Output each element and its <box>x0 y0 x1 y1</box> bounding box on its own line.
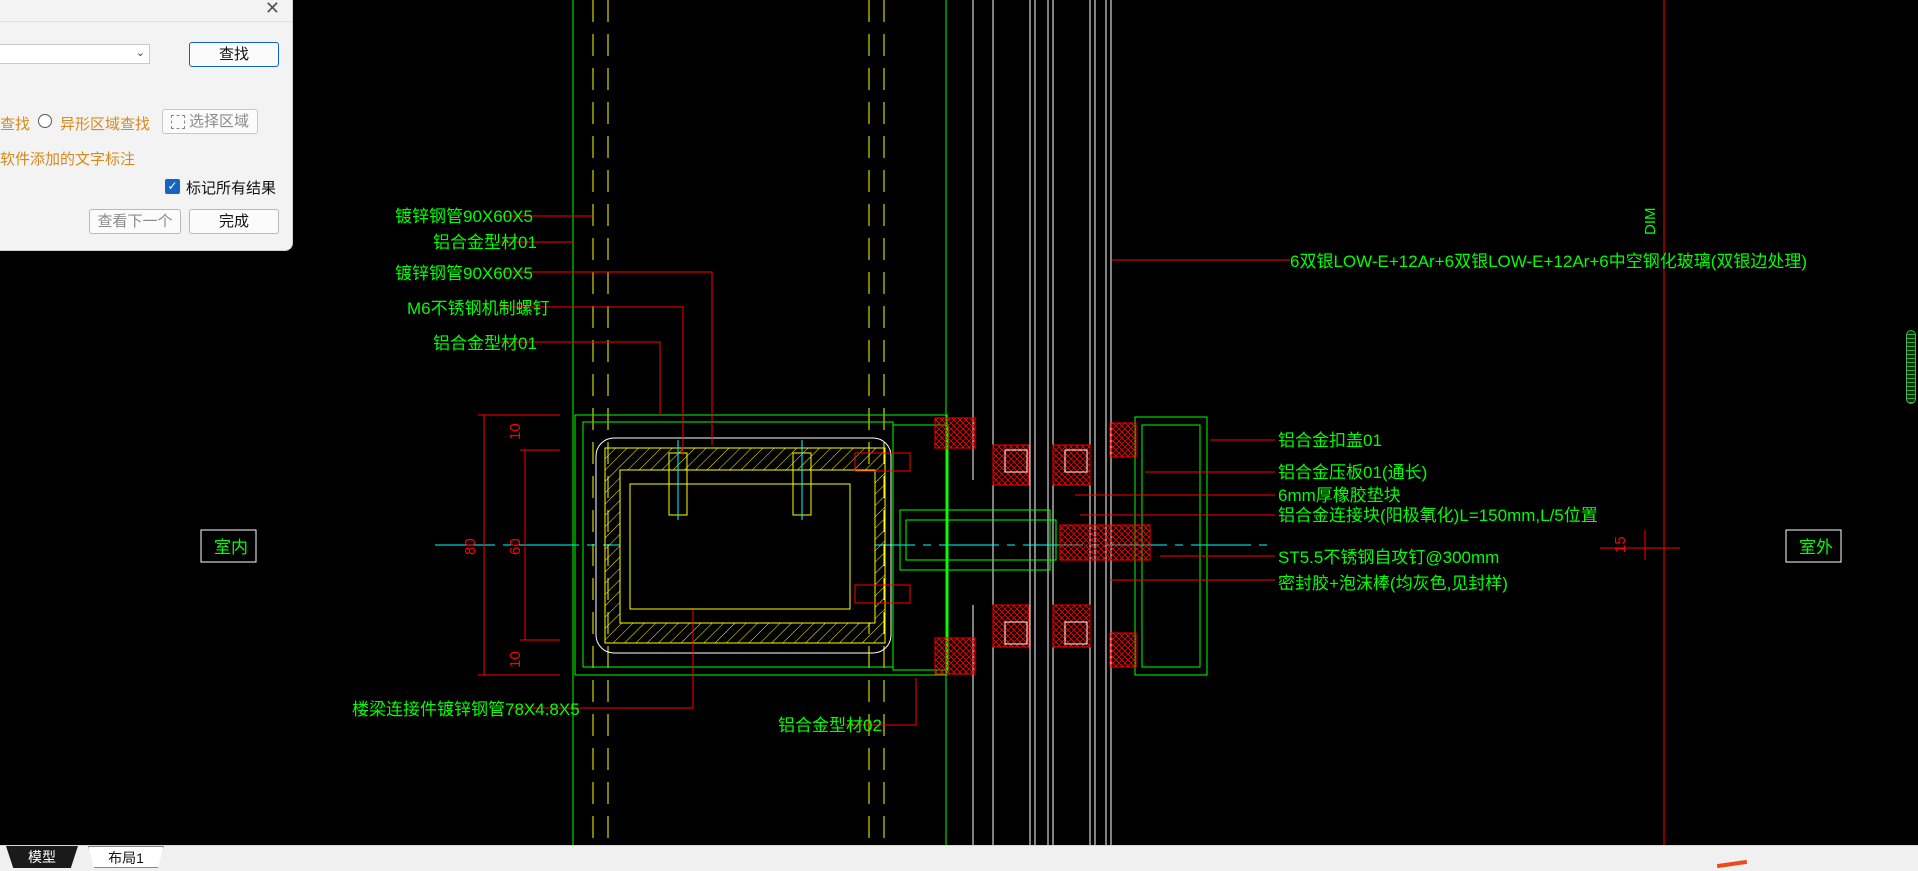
close-icon[interactable]: ✕ <box>264 0 280 18</box>
dim-15: 15 <box>1612 536 1629 553</box>
scroll-handle[interactable] <box>1906 330 1916 404</box>
label-alu-profile-02: 铝合金型材02 <box>778 716 882 735</box>
dim-10-bottom: 10 <box>507 651 524 668</box>
select-region-icon <box>171 115 185 129</box>
cad-model-space[interactable]: 镀锌钢管90X60X5 铝合金型材01 镀锌钢管90X60X5 M6不锈钢机制螺… <box>0 0 1918 845</box>
label-alu-connector: 铝合金连接块(阳极氧化)L=150mm,L/5位置 <box>1278 506 1598 525</box>
label-alu-profile-01-a: 铝合金型材01 <box>433 233 537 252</box>
label-alu-profile-01-b: 铝合金型材01 <box>433 334 537 353</box>
label-indoor: 室内 <box>214 538 248 557</box>
tab-model[interactable]: 模型 <box>6 846 78 868</box>
label-glass-pad: 6mm厚橡胶垫块 <box>1278 486 1401 505</box>
leader-lines <box>478 215 1680 726</box>
done-button[interactable]: 完成 <box>189 209 279 234</box>
irregular-region-label[interactable]: 异形区域查找 <box>60 116 151 133</box>
select-region-label: 选择区域 <box>189 113 250 130</box>
annotation-hint-label: 软件添加的文字标注 <box>0 151 136 168</box>
find-dialog: ✕ ⌄ 查找 查找 异形区域查找 选择区域 软件添加的文字标注 ✓ 标记所有结果… <box>0 0 293 251</box>
dim-60: 60 <box>507 538 524 555</box>
find-next-button[interactable]: 查看下一个 <box>89 209 181 234</box>
room-labels: 室内 室外 <box>200 529 1842 563</box>
label-alu-cover: 铝合金扣盖01 <box>1278 431 1382 450</box>
axis-lines <box>435 0 1665 845</box>
label-outdoor: 室外 <box>1799 538 1833 557</box>
dim-text: DIM <box>1642 208 1659 236</box>
mullion-section <box>574 414 1208 676</box>
find-scope-select[interactable]: ⌄ <box>0 44 150 64</box>
label-glass-spec: 6双银LOW-E+12Ar+6双银LOW-E+12Ar+6中空钢化玻璃(双银边处… <box>1290 252 1807 271</box>
tab-layout1[interactable]: 布局1 <box>88 846 164 868</box>
layout-tab-bar: 模型 布局1 <box>0 845 1918 871</box>
label-steel-tube-2: 镀锌钢管90X60X5 <box>395 264 533 283</box>
label-sealant: 密封胶+泡沫棒(均灰色,见封样) <box>1278 574 1508 593</box>
select-region-button[interactable]: 选择区域 <box>162 109 258 134</box>
dimension-labels: 80 60 10 10 15 <box>462 423 1629 668</box>
find-button[interactable]: 查找 <box>189 42 279 67</box>
irregular-region-radio[interactable] <box>38 114 52 128</box>
cad-drawing: 镀锌钢管90X60X5 铝合金型材01 镀锌钢管90X60X5 M6不锈钢机制螺… <box>200 0 1842 845</box>
label-floor-connector: 楼梁连接件镀锌钢管78X4.8X5 <box>352 700 580 719</box>
label-alu-pressure-plate: 铝合金压板01(通长) <box>1278 463 1427 482</box>
label-m6-bolt: M6不锈钢机制螺钉 <box>407 299 550 318</box>
label-screw: ST5.5不锈钢自攻钉@300mm <box>1278 548 1499 567</box>
dim-10-top: 10 <box>507 423 524 440</box>
label-steel-tube-1: 镀锌钢管90X60X5 <box>395 207 533 226</box>
mark-all-label[interactable]: 标记所有结果 <box>186 180 277 197</box>
dim-80: 80 <box>462 538 479 555</box>
dialog-divider <box>0 21 292 22</box>
mark-all-checkbox[interactable]: ✓ <box>165 179 180 194</box>
chevron-down-icon: ⌄ <box>135 47 145 59</box>
annotation-labels: 镀锌钢管90X60X5 铝合金型材01 镀锌钢管90X60X5 M6不锈钢机制螺… <box>352 207 1807 735</box>
area-find-label[interactable]: 查找 <box>0 116 31 133</box>
